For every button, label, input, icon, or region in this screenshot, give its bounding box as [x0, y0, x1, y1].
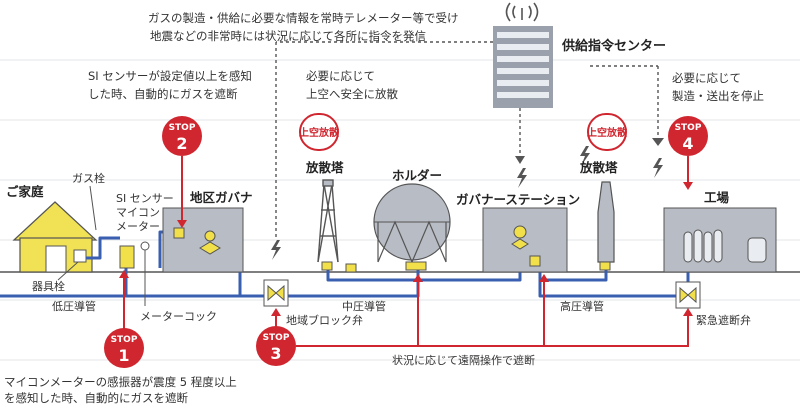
area-block-valve-label: 地域ブロック弁 [286, 313, 363, 327]
control-center-building [493, 26, 553, 108]
holder-label: ホルダー [392, 168, 442, 183]
svg-text:STOP: STOP [169, 123, 196, 133]
mid-pressure-pipe-label: 中圧導管 [342, 299, 386, 313]
vent-tower-2 [597, 181, 615, 271]
emergency-valve-label: 緊急遮断弁 [696, 313, 751, 327]
svg-text:2: 2 [176, 134, 187, 153]
meter-label: メーター [116, 220, 160, 233]
low-pressure-pipe-label: 低圧導管 [52, 299, 96, 313]
release-badge-1: 上空放散 [299, 113, 340, 151]
factory-label: 工場 [704, 190, 730, 205]
appliance-tap-label: 器具栓 [32, 279, 65, 293]
signal-arrow-down [515, 156, 525, 164]
control-center-label: 供給指令センター [561, 38, 666, 54]
district-governor-building [162, 207, 244, 273]
si-note-line-1: SI センサーが設定値以上を感知 [88, 69, 252, 83]
governor-station-label: ガバナーステーション [456, 192, 580, 207]
lightning-icon [653, 158, 663, 178]
home-label: ご家庭 [6, 184, 44, 199]
bottom-note-line-2: を感知した時、自動的にガスを遮断 [4, 391, 188, 405]
high-pressure-pipe-label: 高圧導管 [560, 299, 604, 313]
micom-meter [119, 245, 135, 269]
gas-tap-label: ガス栓 [72, 171, 105, 185]
svg-text:1: 1 [118, 346, 129, 365]
remote-operation-label: 状況に応じて遠隔操作で遮断 [392, 353, 535, 367]
meter-cock [140, 241, 150, 251]
area-block-valve [263, 279, 289, 307]
vent-tower-1 [317, 179, 339, 263]
vent-tower-1-label: 放散塔 [305, 160, 344, 175]
stop-badge-4: STOP 4 [668, 116, 708, 156]
svg-text:STOP: STOP [263, 333, 290, 343]
antenna-icon [505, 2, 539, 22]
remote-operation-lines [123, 156, 689, 347]
release-note-line-1: 必要に応じて [306, 69, 375, 83]
stop-production-note-line-1: 必要に応じて [672, 71, 741, 85]
stop-badge-2: STOP 2 [162, 116, 202, 156]
top-note-line-2: 地震などの非常時には状況に応じて各所に指令を発信 [150, 29, 426, 43]
stop-badge-3: STOP 3 [256, 326, 296, 366]
stop-production-note-line-2: 製造・送出を停止 [672, 89, 764, 103]
micom-label: マイコン [116, 206, 160, 219]
si-note-line-2: した時、自動的にガスを遮断 [88, 87, 238, 101]
si-sensor-label: SI センサー [116, 192, 174, 205]
top-note-line-1: ガスの製造・供給に必要な情報を常時テレメーター等で受け [148, 11, 459, 25]
stop-badge-1: STOP 1 [104, 328, 144, 368]
vent-block-1 [345, 263, 357, 273]
meter-cock-label: メーターコック [140, 310, 217, 323]
vent-tower-2-label: 放散塔 [579, 160, 618, 175]
gas-holder [373, 183, 451, 271]
remote-operation-arrowheads [119, 182, 693, 316]
bottom-note-line-1: マイコンメーターの感振器が震度 5 程度以上 [4, 375, 237, 389]
lightning-icon [517, 168, 527, 188]
lightning-icons [271, 146, 663, 260]
governor-station-building [482, 207, 568, 273]
lightning-icon [271, 240, 281, 260]
emergency-valve [675, 281, 701, 309]
svg-text:STOP: STOP [675, 123, 702, 133]
signal-lines [275, 41, 659, 238]
house [12, 201, 98, 273]
svg-text:上空放散: 上空放散 [299, 126, 340, 139]
district-governor-label: 地区ガバナ [190, 190, 253, 205]
vent-valve-1 [321, 261, 333, 271]
release-note-line-2: 上空へ安全に放散 [306, 87, 398, 101]
signal-arrow-right [652, 138, 664, 146]
svg-text:3: 3 [270, 344, 281, 363]
svg-text:STOP: STOP [111, 335, 138, 345]
lightning-icon [580, 146, 590, 166]
svg-text:上空放散: 上空放散 [587, 126, 628, 139]
release-badge-2: 上空放散 [587, 113, 628, 151]
svg-text:4: 4 [682, 134, 693, 153]
factory-building [663, 207, 777, 273]
